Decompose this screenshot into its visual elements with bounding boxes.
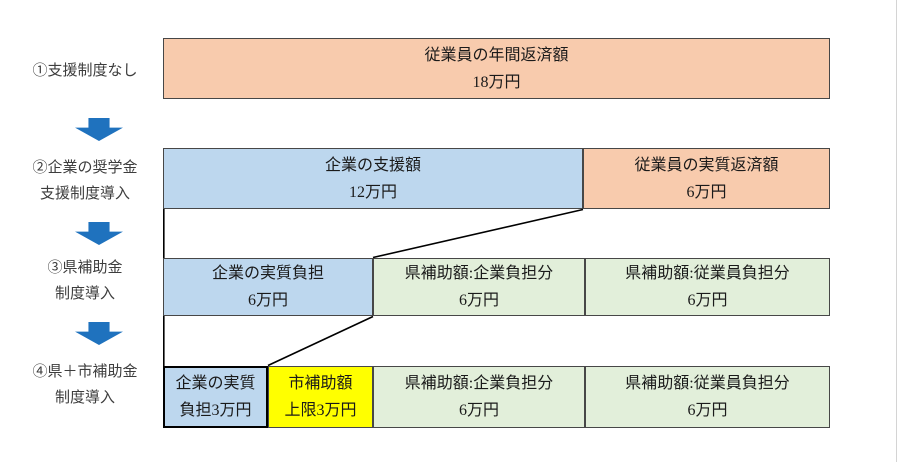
bar-row3-pref-subsidy-company: 県補助額:企業負担分 6万円 [373,258,585,316]
segment-title: 県補助額:企業負担分 [404,265,554,282]
segment-value: 12万円 [348,183,397,201]
segment-value: 6万円 [247,292,288,309]
step2-label-line1: ②企業の奨学金 [32,160,138,176]
segment-title: 県補助額:企業負担分 [404,375,554,392]
bar-row4-pref-subsidy-company: 県補助額:企業負担分 6万円 [373,366,585,428]
step2-label-line2: 支援制度導入 [39,186,130,202]
segment-value: 6万円 [458,292,499,309]
bar-row4-company-net-burden: 企業の実質 負担3万円 [163,366,268,428]
segment-value: 負担3万円 [179,402,252,419]
step4-label-line2: 制度導入 [54,390,115,406]
segment-title: 従業員の実質返済額 [634,156,779,174]
step1-label-line1: ①支援制度なし [32,63,138,79]
bar-row3-pref-subsidy-employee: 県補助額:従業員負担分 6万円 [585,258,830,316]
segment-value: 上限3万円 [284,402,357,419]
bar-row1-annual-repayment: 従業員の年間返済額 18万円 [163,38,830,99]
segment-value: 6万円 [687,292,728,309]
bar-row2-company-support: 企業の支援額 12万円 [163,148,583,209]
page-edge-line [896,0,897,462]
bar-row3-company-net-burden: 企業の実質負担 6万円 [163,258,373,316]
segment-value: 6万円 [687,402,728,419]
bar-row4-city-subsidy: 市補助額 上限3万円 [268,366,373,428]
step4-label: ④県＋市補助金 制度導入 [12,359,158,411]
segment-title: 企業の実質 [175,375,256,392]
step3-label-line1: ③県補助金 [47,260,123,276]
step2-label: ②企業の奨学金 支援制度導入 [12,155,158,207]
segment-title: 県補助額:従業員負担分 [625,265,790,282]
down-arrow-icon [75,118,123,141]
segment-title: 企業の実質負担 [211,265,324,282]
bar-row4-pref-subsidy-employee: 県補助額:従業員負担分 6万円 [585,366,830,428]
step3-label-line2: 制度導入 [54,286,115,302]
segment-title: 企業の支援額 [324,156,421,174]
down-arrow-icon [75,222,123,245]
step1-label: ①支援制度なし [12,58,158,84]
down-arrow-icon [75,322,123,345]
bar-row2-employee-net-repayment: 従業員の実質返済額 6万円 [583,148,830,209]
step4-label-line1: ④県＋市補助金 [32,364,138,380]
segment-title: 従業員の年間返済額 [424,46,569,64]
segment-title: 市補助額 [288,375,353,392]
segment-value: 18万円 [472,73,521,91]
segment-title: 県補助額:従業員負担分 [625,375,790,392]
step3-label: ③県補助金 制度導入 [12,255,158,307]
segment-value: 6万円 [686,183,727,201]
segment-value: 6万円 [458,402,499,419]
